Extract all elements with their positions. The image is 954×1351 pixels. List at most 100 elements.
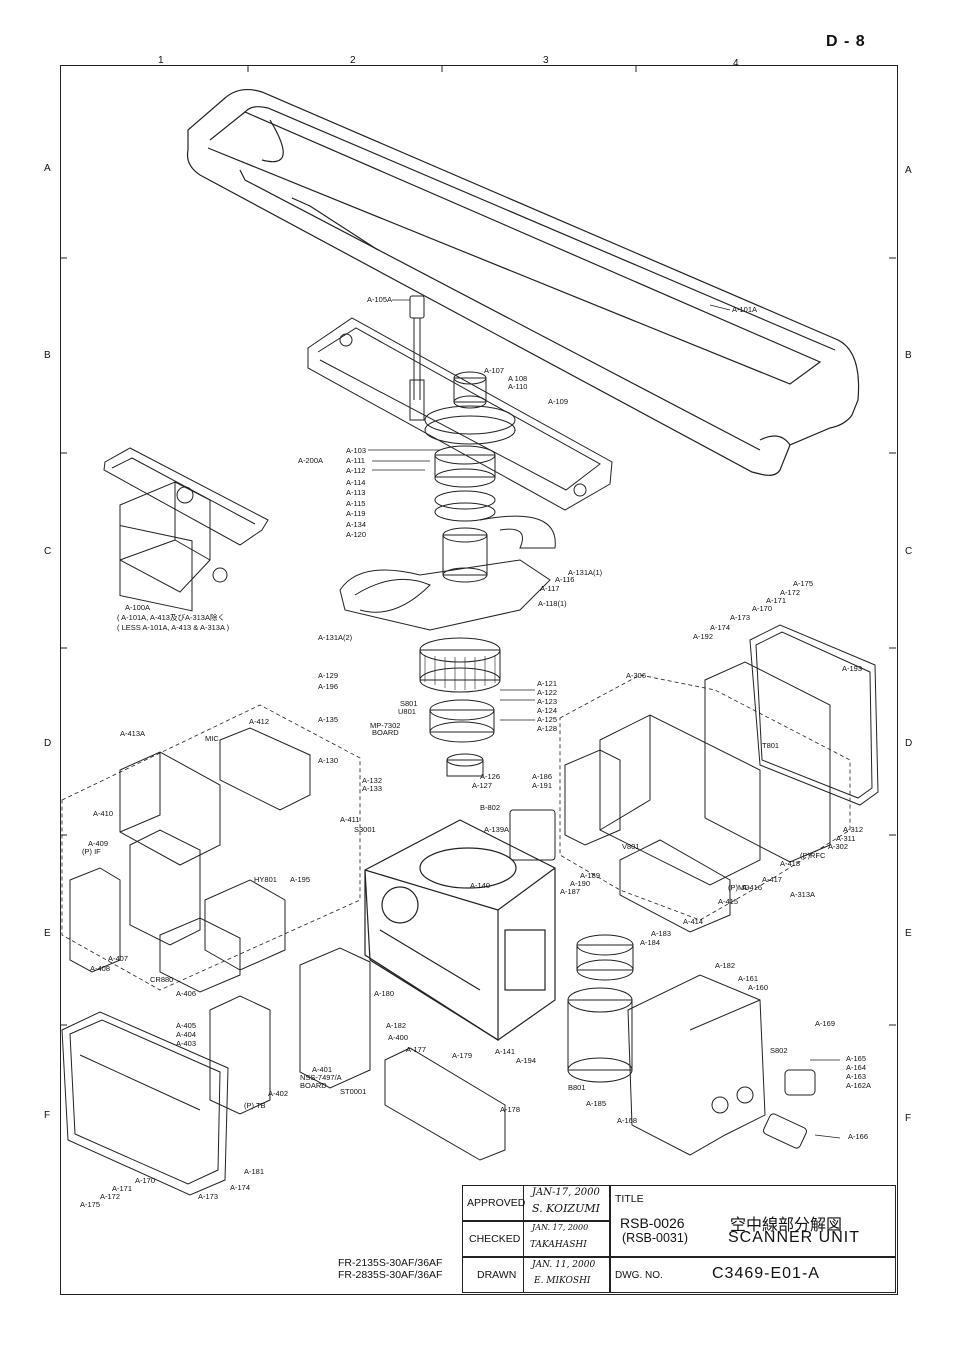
label-a171-lower: A-171 (112, 1184, 133, 1193)
label-u801: U801 (398, 707, 416, 716)
label-a192: A-192 (693, 632, 714, 641)
label-a110: A-110 (508, 382, 528, 391)
label-a175-lower: A-175 (80, 1200, 101, 1209)
zone-left-c: C (44, 546, 52, 557)
label-a406: A-406 (176, 989, 197, 998)
rotary-joint-stack (339, 371, 556, 777)
zone-right-a: A (905, 165, 912, 176)
label-a175-upper: A-175 (793, 579, 814, 588)
label-a132: A-132 (362, 776, 383, 785)
label-a161: A-161 (738, 974, 759, 983)
label-a121: A-121 (537, 679, 558, 688)
sheet-number: D - 8 (826, 33, 866, 50)
label-a401: A-401 (312, 1065, 333, 1074)
drive-motor (567, 934, 634, 1083)
title-label: TITLE (615, 1193, 644, 1205)
label-a113: A-113 (346, 488, 366, 497)
label-a100a: A-100A (125, 603, 151, 612)
label-a131a1: A-131A(1) (568, 568, 603, 577)
label-p-md: (P)MD (728, 883, 750, 892)
label-a114: A-114 (346, 478, 366, 487)
antenna-radiator (186, 88, 860, 476)
label-a185: A-185 (586, 1099, 607, 1108)
dwg-number: C3469-E01-A (712, 1265, 820, 1282)
label-a139a: A-139A (484, 825, 510, 834)
label-a405: A-405 (176, 1021, 197, 1030)
label-a119: A-119 (346, 509, 366, 518)
zone-right-b: B (905, 350, 912, 361)
checked-signature: TAKAHASHI (530, 1240, 587, 1250)
label-a200a: A-200A (298, 456, 324, 465)
label-a134: A-134 (346, 520, 367, 529)
label-s3001: S3001 (354, 825, 376, 834)
drawn-label: DRAWN (477, 1269, 517, 1281)
label-a165: A-165 (846, 1054, 867, 1063)
rotary-shaft (409, 295, 425, 421)
label-s802: S802 (770, 1046, 788, 1055)
label-mp7302-board: BOARD (372, 728, 399, 737)
label-a166: A-166 (848, 1132, 869, 1141)
drawn-signature: E. MIKOSHI (534, 1276, 591, 1286)
right-cover (749, 624, 879, 806)
label-a173-upper: A-173 (730, 613, 751, 622)
zone-left-e: E (44, 928, 51, 939)
label-a108: A 108 (508, 374, 528, 383)
label-t801: T801 (762, 741, 780, 750)
label-a107: A-107 (484, 366, 505, 375)
checked-date: JAN. 17, 2000 (532, 1223, 589, 1232)
housing-frame (307, 317, 613, 511)
base-housing (364, 819, 556, 1042)
zone-top-3: 3 (543, 55, 549, 66)
label-a160: A-160 (748, 983, 769, 992)
label-a117: A-117 (540, 584, 560, 593)
zone-right-e: E (905, 928, 912, 939)
label-a403: A-403 (176, 1039, 197, 1048)
label-a164: A-164 (846, 1063, 867, 1072)
label-a109: A-109 (548, 397, 569, 406)
transceiver-group (559, 674, 851, 921)
label-v801: V801 (622, 842, 640, 851)
label-a191: A-191 (532, 781, 553, 790)
label-a180: A-180 (374, 989, 395, 998)
label-a415: A-415 (718, 897, 739, 906)
label-a179: A-179 (452, 1051, 473, 1060)
label-a417: A-417 (762, 875, 783, 884)
label-a178: A-178 (500, 1105, 521, 1114)
zone-top-4: 4 (733, 58, 739, 69)
models-note-1: FR-2135S-30AF/36AF (338, 1257, 443, 1269)
label-a311: A-311 (836, 834, 856, 843)
label-a120: A-120 (346, 530, 367, 539)
label-a135: A-135 (318, 715, 339, 724)
approved-label: APPROVED (467, 1197, 526, 1209)
label-a418: A-418 (780, 859, 801, 868)
zone-right-d: D (905, 738, 913, 749)
label-a100a-note-en: ( LESS A-101A, A-413 & A-313A ) (117, 623, 230, 632)
zone-left-a: A (44, 163, 51, 174)
label-a103: A-103 (346, 446, 367, 455)
label-a190: A-190 (570, 879, 591, 888)
label-p-if: (P) IF (82, 847, 101, 856)
label-a404: A-404 (176, 1030, 197, 1039)
label-a177: A-177 (406, 1045, 427, 1054)
label-a410: A-410 (93, 809, 114, 818)
label-a182-lower: A-182 (386, 1021, 407, 1030)
label-a186-upper: A-186 (532, 772, 553, 781)
label-a126: A-126 (480, 772, 501, 781)
label-p-tb: (P) TB (244, 1101, 266, 1110)
label-mp7302: MP-7302 (370, 721, 401, 730)
label-a174-upper: A-174 (710, 623, 731, 632)
label-a112: A-112 (346, 466, 366, 475)
label-a302: A-302 (828, 842, 849, 851)
rf-modules (69, 727, 311, 993)
label-column (462, 1185, 524, 1293)
transceiver-modules (509, 661, 831, 933)
model-number: RSB-0026 (620, 1215, 685, 1231)
label-a413a: A-413A (120, 729, 146, 738)
label-a170-upper: A-170 (752, 604, 773, 613)
label-a127: A-127 (472, 781, 493, 790)
label-a400: A-400 (388, 1033, 409, 1042)
bottom-left-cover (61, 1011, 229, 1196)
label-cr880: CR880 (150, 975, 174, 984)
label-a174-lower: A-174 (230, 1183, 251, 1192)
label-a128: A-128 (537, 724, 558, 733)
